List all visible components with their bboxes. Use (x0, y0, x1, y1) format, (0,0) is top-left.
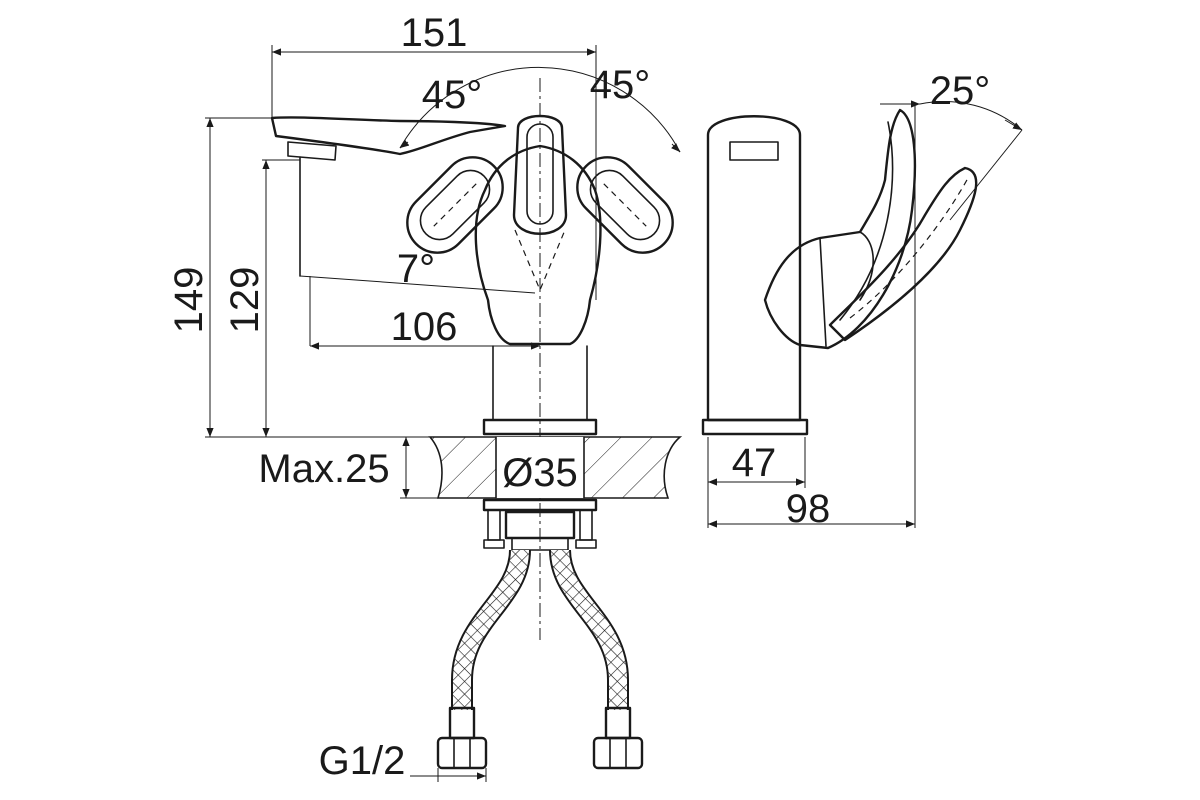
center-handle (512, 114, 568, 235)
dim-diameter-35-label: Ø35 (502, 451, 578, 495)
angle-arc (399, 66, 681, 153)
dim-149-label: 149 (167, 267, 211, 334)
dim-left-45-label: 45° (422, 73, 483, 117)
side-base-flange (701, 418, 809, 436)
mounting-hardware (482, 498, 598, 551)
dim-right-45-label: 45° (590, 63, 651, 107)
base-flange (482, 418, 598, 436)
dim-129-label: 129 (223, 267, 267, 334)
side-aerator (729, 141, 779, 161)
side-body (706, 115, 802, 422)
dim-106-label: 106 (391, 305, 458, 349)
aerator (287, 141, 337, 161)
side-angle-arc (919, 101, 1023, 131)
side-lever (763, 108, 917, 350)
front-view (205, 45, 683, 782)
dim-max25-label: Max.25 (258, 447, 389, 491)
side-view (701, 100, 1023, 528)
dim-g12-label: G1/2 (319, 739, 406, 783)
center-handle-inset (526, 123, 554, 225)
dim-151-label: 151 (401, 11, 468, 55)
dim-7-label: 7° (397, 247, 435, 291)
dim-98-label: 98 (786, 487, 831, 531)
right-lever (576, 156, 674, 254)
flexible-hoses (436, 549, 644, 770)
dim-25-angle-label: 25° (930, 69, 991, 113)
dim-47-label: 47 (732, 441, 777, 485)
faucet-body (474, 144, 602, 346)
spout (270, 116, 507, 156)
